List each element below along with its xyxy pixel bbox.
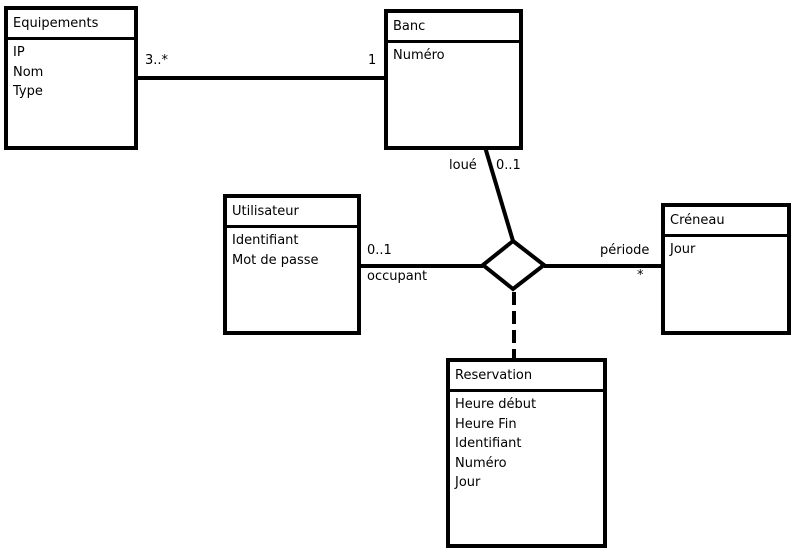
attribute-identifiant: Identifiant bbox=[455, 436, 522, 451]
class-reservation-name: Reservation bbox=[450, 362, 603, 392]
multiplicity-utilisateur-reservation: 0..1 bbox=[367, 243, 392, 258]
class-equipements-attributes: IP Nom Type bbox=[8, 40, 134, 102]
multiplicity-equipements: 3..* bbox=[145, 53, 169, 68]
class-creneau-attributes: Jour bbox=[665, 237, 787, 260]
attribute-type: Type bbox=[13, 84, 43, 99]
attribute-numero: Numéro bbox=[455, 455, 507, 471]
class-banc[interactable]: Banc Numéro bbox=[384, 9, 523, 150]
attribute-numero: Numéro bbox=[393, 48, 445, 63]
role-label-occupant: occupant bbox=[367, 269, 428, 284]
attribute-jour: Jour bbox=[455, 475, 481, 490]
multiplicity-banc: 1 bbox=[368, 53, 377, 68]
attribute-ip: IP bbox=[13, 45, 25, 60]
class-creneau[interactable]: Créneau Jour bbox=[661, 203, 791, 335]
role-label-periode: période bbox=[600, 243, 650, 258]
attribute-heure-debut: Heure début bbox=[455, 397, 537, 412]
class-banc-name: Banc bbox=[388, 13, 519, 43]
class-reservation-attributes: Heure début Heure Fin Identifiant Numéro… bbox=[450, 392, 603, 493]
class-reservation[interactable]: Reservation Heure début Heure Fin Identi… bbox=[446, 358, 607, 548]
attribute-mot-de-passe: Mot de passe bbox=[232, 252, 319, 268]
ternary-association-diamond bbox=[479, 238, 548, 292]
class-creneau-name: Créneau bbox=[665, 207, 787, 237]
class-utilisateur[interactable]: Utilisateur Identifiant Mot de passe bbox=[223, 194, 361, 335]
class-equipements-name: Equipements bbox=[8, 10, 134, 40]
role-label-loue: loué bbox=[449, 158, 477, 173]
class-equipements[interactable]: Equipements IP Nom Type bbox=[4, 6, 138, 150]
attribute-identifiant: Identifiant bbox=[232, 233, 299, 248]
class-banc-attributes: Numéro bbox=[388, 43, 519, 66]
class-utilisateur-name: Utilisateur bbox=[227, 198, 357, 228]
attribute-heure-fin: Heure Fin bbox=[455, 416, 517, 432]
multiplicity-banc-reservation: 0..1 bbox=[496, 158, 521, 173]
association-line-banc-diamond bbox=[483, 146, 515, 242]
multiplicity-creneau-reservation: * bbox=[637, 268, 644, 283]
attribute-nom: Nom bbox=[13, 64, 44, 80]
attribute-jour: Jour bbox=[670, 242, 696, 257]
class-utilisateur-attributes: Identifiant Mot de passe bbox=[227, 228, 357, 270]
